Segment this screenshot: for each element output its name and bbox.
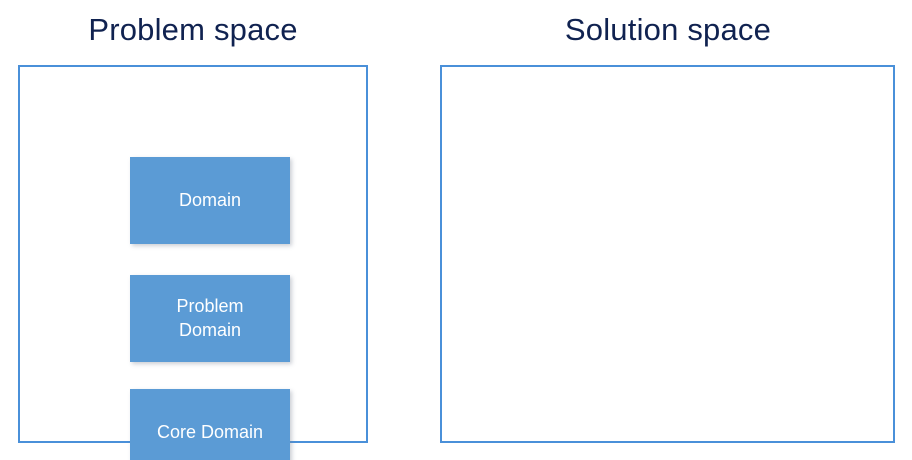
- problem-space-title: Problem space: [88, 12, 298, 47]
- box-core-domain-label: Core Domain: [156, 421, 264, 442]
- solution-space-title: Solution space: [564, 12, 772, 47]
- box-core-domain[interactable]: Core Domain: [130, 389, 290, 460]
- box-problem-domain-label: Problem Domain: [176, 295, 244, 340]
- problem-space-panel: Domain Problem Domain Core Domain: [18, 65, 368, 460]
- box-domain-label: Domain: [178, 189, 242, 210]
- box-domain[interactable]: Domain: [130, 157, 290, 244]
- box-problem-domain[interactable]: Problem Domain: [130, 275, 290, 362]
- solution-space-panel: Business Logic Business Rules Domain Log…: [440, 65, 895, 443]
